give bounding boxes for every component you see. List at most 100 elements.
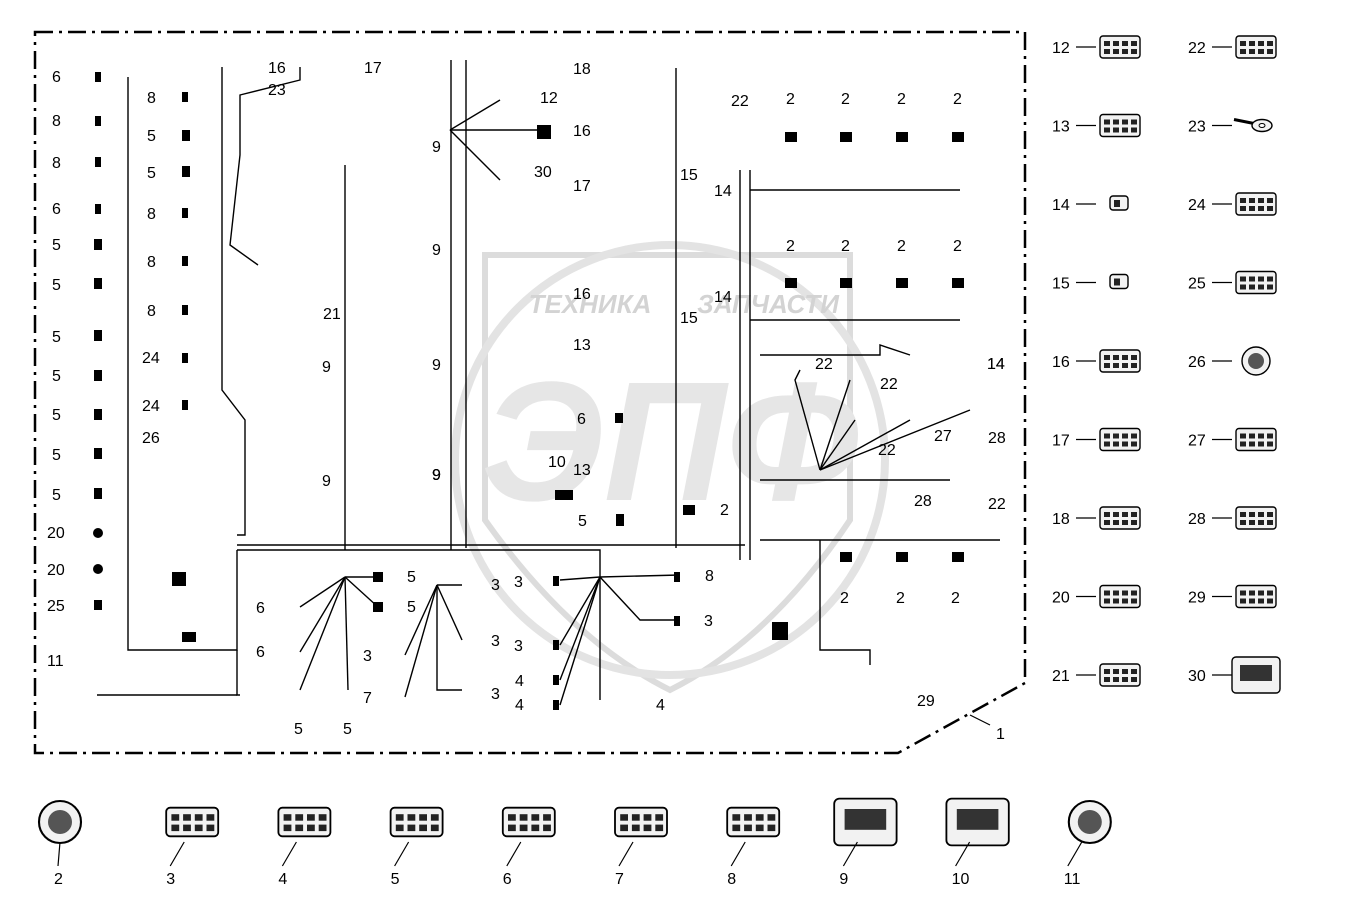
connector-mark (94, 370, 102, 381)
bottom-legend-number: 3 (166, 871, 175, 888)
round-plug-icon (1067, 799, 1112, 845)
connector-mark (772, 622, 788, 640)
diagram-label: 2 (720, 502, 729, 519)
connector-small-flat-icon (277, 806, 332, 838)
harness-label: 1 (996, 726, 1005, 743)
legend-item: 28 (1188, 506, 1277, 530)
diagram-label: 8 (147, 90, 156, 107)
connector-8pin-icon (1099, 427, 1141, 452)
diagram-label: 2 (953, 238, 962, 255)
legend-item: 13 (1052, 113, 1141, 138)
diagram-label: 22 (988, 496, 1006, 513)
diagram-label: 3 (514, 638, 523, 655)
harness-connectors (93, 72, 964, 710)
diagram-label: 9 (432, 467, 441, 484)
bullet-connector-icon (1109, 195, 1129, 211)
diagram-label: 2 (841, 238, 850, 255)
connector-mark (182, 400, 188, 410)
connector-mark (896, 278, 908, 288)
connector-mark (553, 576, 559, 586)
connector-mark (94, 488, 102, 499)
diagram-label: 17 (573, 178, 591, 195)
legend-item: 21 (1052, 663, 1141, 687)
connector-mark (896, 132, 908, 142)
diagram-label: 5 (52, 329, 61, 346)
diagram-label: 2 (840, 590, 849, 607)
connector-mark (95, 72, 101, 82)
diagram-label: 9 (432, 357, 441, 374)
connector-mark (94, 409, 102, 420)
legend-number: 17 (1052, 433, 1070, 450)
legend-number: 15 (1052, 276, 1070, 293)
diagram-label: 14 (987, 356, 1005, 373)
diagram-label: 7 (363, 690, 372, 707)
diagram-label: 5 (52, 368, 61, 385)
connector-mark (182, 92, 188, 102)
diagram-label: 23 (268, 82, 286, 99)
legend-item: 27 (1188, 427, 1277, 452)
bottom-legend-item: 8 (726, 806, 781, 888)
legend-number: 28 (1188, 511, 1206, 528)
connector-4pin-icon (1099, 584, 1141, 609)
legend-item: 20 (1052, 584, 1141, 609)
harness-boundary (33, 30, 1027, 755)
diagram-label: 20 (47, 562, 65, 579)
diagram-label: 20 (47, 525, 65, 542)
diagram-label: 27 (934, 428, 952, 445)
diagram-label: 6 (52, 69, 61, 86)
connector-flat-icon (1235, 270, 1277, 295)
watermark-letters: ЭПФ (481, 347, 858, 537)
legend-item: 23 (1188, 118, 1273, 136)
connector-mark (896, 552, 908, 562)
connector-mark (95, 116, 101, 126)
legend-item: 29 (1188, 584, 1277, 609)
diagram-label: 14 (987, 356, 1005, 373)
diagram-labels: 6886555555520202511855888242426162317219… (47, 60, 1006, 738)
round-circular-connector-icon (37, 799, 83, 845)
diagram-label: 16 (573, 286, 591, 303)
diagram-label: 3 (514, 574, 523, 591)
connector-mark (952, 278, 964, 288)
diagram-label: 8 (52, 113, 61, 130)
diagram-label: 5 (52, 487, 61, 504)
legend-number: 29 (1188, 590, 1206, 607)
diagram-label: 3 (363, 648, 372, 665)
connector-mark (94, 330, 102, 341)
diagram-label: 8 (705, 568, 714, 585)
legend-item: 25 (1188, 270, 1277, 295)
connector-mark (95, 204, 101, 214)
diagram-label: 28 (988, 430, 1006, 447)
diagram-label: 5 (147, 128, 156, 145)
bottom-legend-item: 3 (165, 806, 220, 888)
bottom-legend-item: 4 (277, 806, 332, 888)
connector-mark (94, 239, 102, 250)
diagram-label: 25 (47, 598, 65, 615)
diagram-label: 15 (680, 167, 698, 184)
diagram-label: 2 (897, 91, 906, 108)
diagram-label: 13 (573, 337, 591, 354)
bottom-legend-item: 11 (1064, 799, 1112, 888)
diagram-label: 14 (714, 289, 732, 306)
diagram-label: 22 (731, 93, 749, 110)
connector-mark (553, 640, 559, 650)
bottom-legend-item: 6 (501, 806, 556, 888)
diagram-label: 3 (491, 577, 500, 594)
ecu-connector-large-icon (945, 797, 1010, 847)
diagram-label: 8 (147, 254, 156, 271)
connector-mark (553, 675, 559, 685)
diagram-label: 9 (432, 139, 441, 156)
diagram-label: 2 (896, 590, 905, 607)
diagram-label: 14 (714, 183, 732, 200)
bottom-legend-item: 2 (37, 799, 83, 888)
diagram-label: 8 (147, 206, 156, 223)
diagram-label: 29 (917, 693, 935, 710)
diagram-label: 16 (573, 123, 591, 140)
diagram-label: 12 (540, 90, 558, 107)
watermark-right-text: ЗАПЧАСТИ (697, 289, 840, 319)
connector-mark (952, 552, 964, 562)
diagram-label: 9 (432, 242, 441, 259)
diagram-label: 6 (577, 411, 586, 428)
legend-item: 17 (1052, 427, 1141, 452)
legend-number: 25 (1188, 276, 1206, 293)
legend-item: 14 (1052, 195, 1129, 214)
